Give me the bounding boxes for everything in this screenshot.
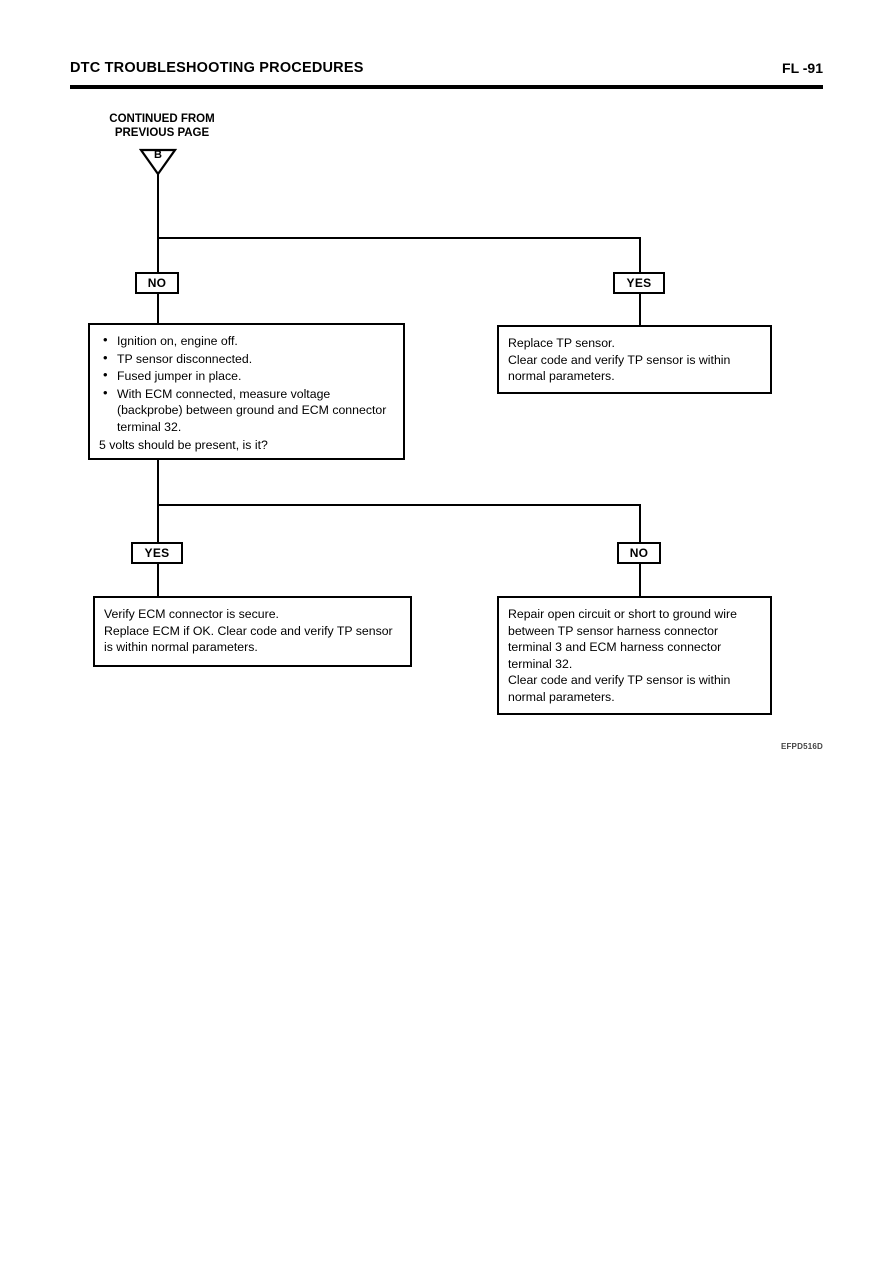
page-title: DTC TROUBLESHOOTING PROCEDURES [70, 60, 364, 76]
repair-circuit-line1: Repair open circuit or short to ground w… [508, 607, 737, 671]
flow-line-branch1-right-down [639, 237, 641, 273]
flow-line-branch2-left-down [157, 504, 159, 543]
test-step-bullet: Ignition on, engine off. [103, 332, 394, 350]
box-verify-ecm: Verify ECM connector is secure. Replace … [93, 596, 412, 667]
continued-from-line1: CONTINUED FROM [109, 113, 215, 125]
continued-from-caption: CONTINUED FROM PREVIOUS PAGE [92, 112, 232, 140]
replace-tp-sensor-line1: Replace TP sensor. [508, 336, 615, 350]
flow-line-yes2-to-verify-box [157, 564, 159, 597]
box-test-step: Ignition on, engine off. TP sensor disco… [88, 323, 405, 460]
test-step-bullet-list: Ignition on, engine off. TP sensor disco… [99, 332, 394, 436]
page-header: DTC TROUBLESHOOTING PROCEDURES FL -91 [70, 60, 823, 90]
figure-code-label: EFPD516D [780, 742, 823, 751]
flow-line-branch2-horizontal [157, 504, 641, 506]
flow-line-branch2-right-down [639, 504, 641, 543]
flow-line-branch1-horizontal [157, 237, 641, 239]
box-repair-circuit: Repair open circuit or short to ground w… [497, 596, 772, 715]
tag-branch1-no: NO [135, 272, 179, 294]
offpage-connector-triangle: B [139, 148, 177, 176]
flow-line-no1-to-test-box [157, 294, 159, 324]
flow-line-test-box-down [157, 460, 159, 506]
flow-line-no2-to-repair-box [639, 564, 641, 597]
tag-branch1-yes: YES [613, 272, 665, 294]
continued-from-line2: PREVIOUS PAGE [114, 127, 210, 139]
header-divider [70, 85, 823, 89]
page-number-label: FL -91 [782, 60, 823, 76]
flow-line-entry-vertical [157, 173, 159, 239]
verify-ecm-line1: Verify ECM connector is secure. [104, 607, 279, 621]
box-replace-tp-sensor: Replace TP sensor. Clear code and verify… [497, 325, 772, 394]
test-step-bullet: Fused jumper in place. [103, 367, 394, 385]
test-step-bullet: TP sensor disconnected. [103, 350, 394, 368]
verify-ecm-line2: Replace ECM if OK. Clear code and verify… [104, 623, 393, 655]
flow-line-yes1-to-replace-box [639, 294, 641, 325]
tag-branch2-no: NO [617, 542, 661, 564]
flow-line-branch1-left-down [157, 237, 159, 273]
tag-branch2-yes: YES [131, 542, 183, 564]
test-step-bullet: With ECM connected, measure voltage (bac… [103, 385, 394, 436]
repair-circuit-line2: Clear code and verify TP sensor is withi… [508, 673, 731, 704]
replace-tp-sensor-line2: Clear code and verify TP sensor is withi… [508, 352, 731, 384]
offpage-connector-label: B [154, 149, 162, 161]
test-step-question: 5 volts should be present, is it? [99, 437, 268, 452]
